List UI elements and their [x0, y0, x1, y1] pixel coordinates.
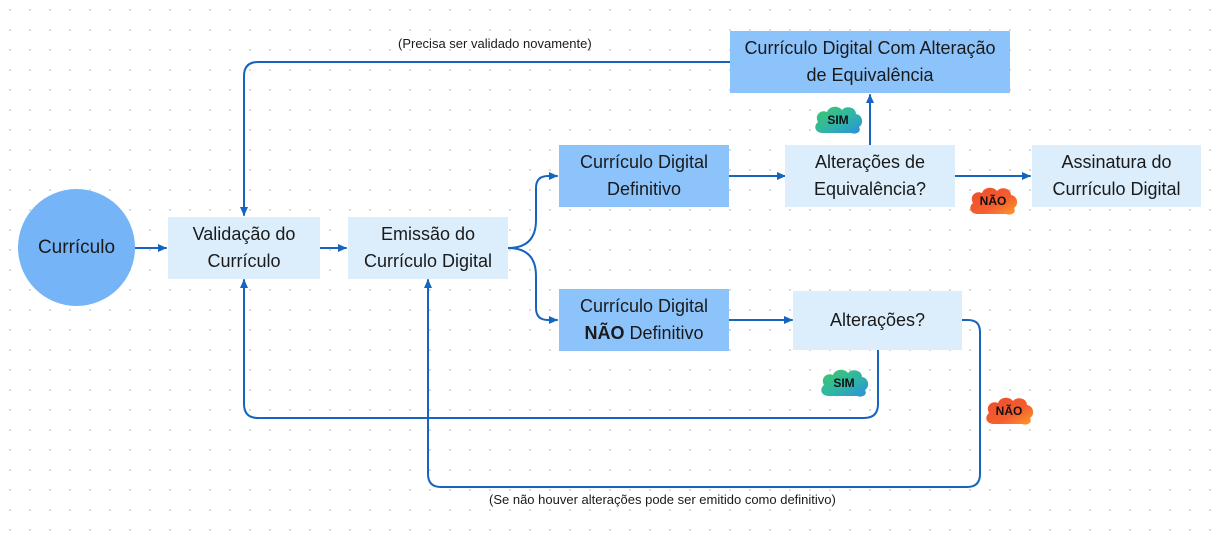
validacao-line2: Currículo: [207, 251, 281, 271]
nao-definitivo-line2: NÃO Definitivo: [580, 320, 708, 347]
cloud-icon: [986, 397, 1034, 425]
arrow-alteracoes-nao-to-emissao: [424, 279, 981, 488]
emissao-line1: Emissão do: [380, 224, 476, 244]
curriculo-start-node[interactable]: Currículo: [18, 189, 135, 306]
assinatura-line1: Assinatura do: [1061, 152, 1172, 172]
com-alteracao-line2: de Equivalência: [806, 65, 934, 85]
assinatura-line2: Currículo Digital: [1052, 179, 1181, 199]
curriculo-label: Currículo: [37, 236, 116, 258]
cloud-icon: [821, 369, 869, 397]
alteracoes-label: Alterações?: [829, 310, 926, 330]
badge-nao-alteracoes: NÃO: [982, 394, 1036, 428]
badge-nao-alteracoes-label: NÃO: [995, 404, 1023, 418]
com-alteracao-node[interactable]: Currículo Digital Com Alteração de Equiv…: [730, 31, 1010, 93]
badge-sim-alteracoes-label: SIM: [833, 376, 855, 390]
nao-definitivo-bold: NÃO: [584, 323, 625, 343]
nao-definitivo-node[interactable]: Currículo Digital NÃO Definitivo: [559, 289, 729, 351]
alteracoes-node[interactable]: Alterações?: [793, 291, 962, 350]
definitivo-node[interactable]: Currículo Digital Definitivo: [559, 145, 729, 207]
arrow-emissao-to-nao-definitivo: [507, 247, 558, 324]
badge-sim-equivalencia-label: SIM: [827, 113, 849, 127]
definitivo-line1: Currículo Digital: [579, 152, 709, 172]
com-alteracao-line1: Currículo Digital Com Alteração: [744, 38, 996, 58]
badge-nao-equivalencia-label: NÃO: [979, 194, 1007, 208]
arrow-alteracoes-sim-to-validacao: [240, 279, 879, 419]
nao-definitivo-line1: Currículo Digital: [579, 296, 709, 316]
arrow-emissao-to-definitivo: [507, 172, 558, 249]
emissao-line2: Currículo Digital: [363, 251, 493, 271]
validacao-line1: Validação do: [192, 224, 296, 244]
arrow-com-alteracao-to-validacao: [240, 61, 731, 216]
note-no-changes: (Se não houver alterações pode ser emiti…: [489, 492, 836, 507]
emissao-node[interactable]: Emissão do Currículo Digital: [348, 217, 508, 279]
nao-definitivo-rest: Definitivo: [624, 323, 704, 343]
assinatura-node[interactable]: Assinatura do Currículo Digital: [1032, 145, 1201, 207]
alteracoes-equivalencia-line2: Equivalência?: [813, 179, 927, 199]
definitivo-line2: Definitivo: [606, 179, 681, 199]
alteracoes-equivalencia-node[interactable]: Alterações de Equivalência?: [785, 145, 955, 207]
badge-sim-alteracoes: SIM: [817, 366, 871, 400]
badge-sim-equivalencia: SIM: [811, 103, 865, 137]
cloud-icon: [970, 187, 1018, 215]
badge-nao-equivalencia: NÃO: [966, 184, 1020, 218]
cloud-icon: [815, 106, 863, 134]
note-revalidate: (Precisa ser validado novamente): [398, 36, 592, 51]
validacao-node[interactable]: Validação do Currículo: [168, 217, 320, 279]
alteracoes-equivalencia-line1: Alterações de: [814, 152, 926, 172]
